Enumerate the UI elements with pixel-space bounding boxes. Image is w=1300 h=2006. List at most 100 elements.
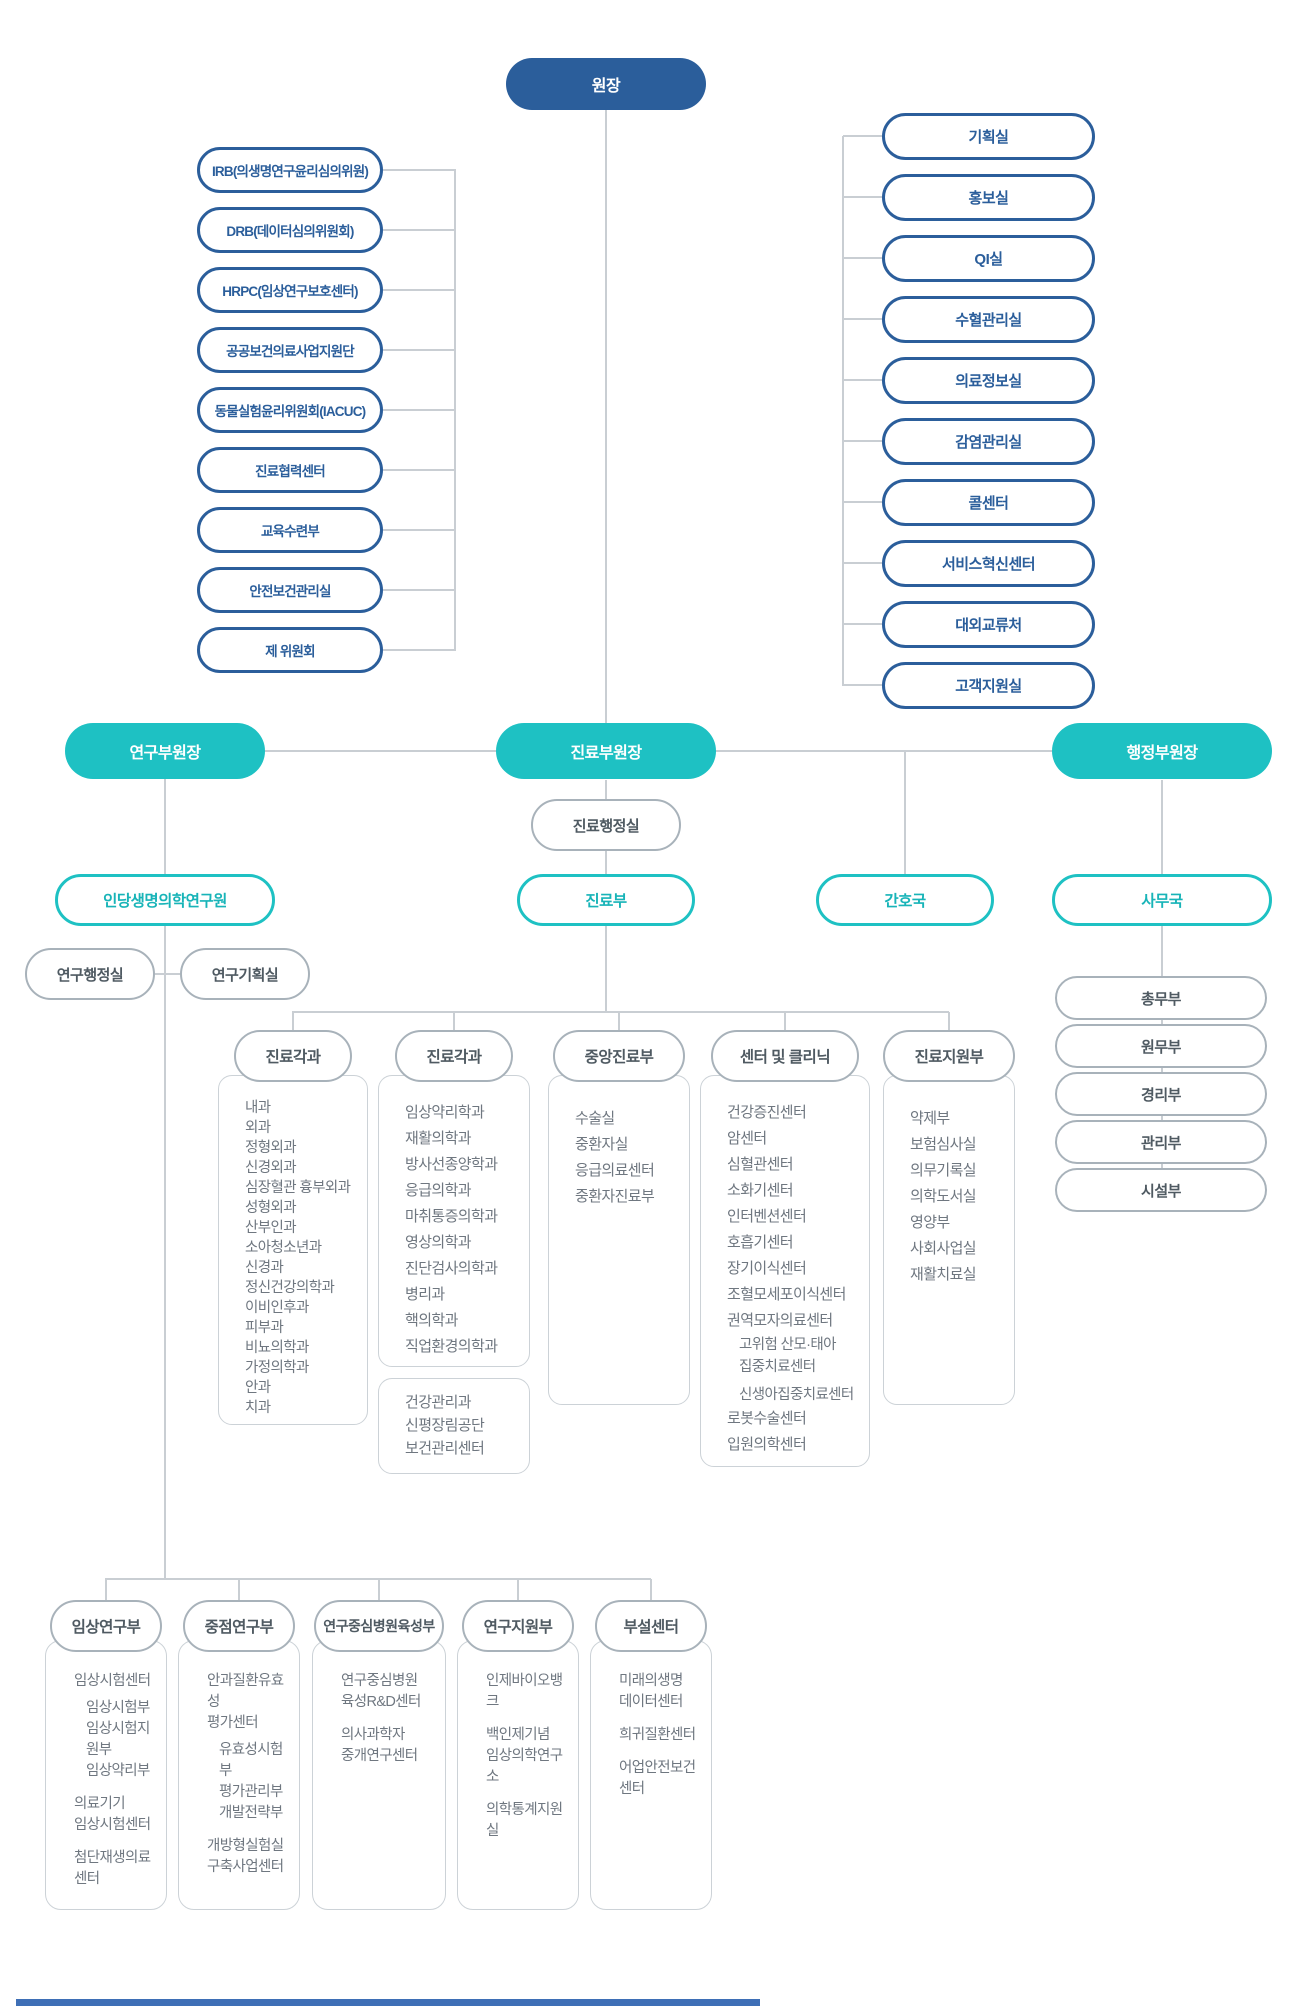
list-item: 치과 (245, 1400, 271, 1416)
list-item: 암센터 (727, 1130, 767, 1147)
list-item: 안과질환유효성 평가센터 (207, 1673, 284, 1731)
connector-line (383, 169, 455, 171)
list-item: 의무기록실 (910, 1162, 977, 1179)
committee-pill: 안전보건관리실 (197, 567, 383, 613)
office-pill: 감염관리실 (882, 418, 1095, 465)
connector-line (383, 649, 455, 651)
committee-pill: 진료협력센터 (197, 447, 383, 493)
connector-line (383, 229, 455, 231)
list-item: 응급의료센터 (575, 1162, 655, 1179)
list-item: 첨단재생의료센터 (74, 1850, 151, 1887)
vice-clinical-node: 진료부원장 (496, 723, 716, 779)
list-item: 심장혈관 흉부외과 (245, 1180, 351, 1196)
office-pill: 의료정보실 (882, 357, 1095, 404)
research-institute-node: 인당생명의학연구원 (55, 874, 275, 926)
list-item: 사회사업실 (910, 1240, 977, 1257)
connector-line (842, 136, 844, 686)
list-item: 임상시험부 (86, 1700, 150, 1716)
vice-research-node: 연구부원장 (65, 723, 265, 779)
list-item: 정형외과 (245, 1140, 297, 1156)
connector-line (843, 623, 882, 625)
list-item: 신경외과 (245, 1160, 297, 1176)
list-item: 신생아집중치료센터 (739, 1387, 854, 1403)
research-planning-office-node: 연구기획실 (180, 948, 310, 1000)
connector-line (843, 318, 882, 320)
list-item: 평가관리부 (219, 1784, 283, 1800)
connector-line (843, 684, 882, 686)
list-item: 의료기기 임상시험센터 (74, 1796, 151, 1833)
list-item: 마취통증의학과 (405, 1208, 498, 1225)
list-item: 약제부 (910, 1110, 950, 1127)
connector-line (517, 1579, 519, 1602)
list-item: 비뇨의학과 (245, 1340, 309, 1356)
connector-line (843, 501, 882, 503)
dept-header-centers: 센터 및 클리닉 (711, 1030, 859, 1082)
office-pill: 대외교류처 (882, 601, 1095, 648)
connector-line (383, 529, 455, 531)
connector-line (948, 1012, 950, 1032)
list-item: 중환자진료부 (575, 1188, 655, 1205)
list-item: 신경과 (245, 1260, 284, 1276)
list-item: 임상약리부 (86, 1763, 150, 1779)
office-pill: 기획실 (882, 113, 1095, 160)
admin-division-pill: 관리부 (1055, 1120, 1267, 1164)
connector-line (1161, 780, 1163, 874)
list-item: 권역모자의료센터 (727, 1312, 833, 1329)
list-item: 건강관리과 (405, 1394, 472, 1411)
list-item: 임상시험지원부 (86, 1721, 150, 1758)
list-item: 외과 (245, 1120, 271, 1136)
connector-line (843, 257, 882, 259)
office-pill: 서비스혁신센터 (882, 540, 1095, 587)
list-item: 고위험 산모·태아 집중치료센터 (739, 1337, 836, 1375)
connector-line (605, 780, 607, 799)
connector-line (155, 973, 180, 975)
list-item: 연구중심병원 육성R&D센터 (341, 1673, 421, 1710)
connector-line (292, 1012, 294, 1032)
office-pill: 콜센터 (882, 479, 1095, 526)
connector-line (904, 751, 906, 874)
dept-header-treatment-1: 진료각과 (234, 1030, 352, 1082)
admin-bureau-node: 사무국 (1052, 874, 1272, 926)
list-item: 개발전략부 (219, 1805, 283, 1821)
clinical-dept-node: 진료부 (517, 874, 695, 926)
list-item: 이비인후과 (245, 1300, 309, 1316)
list-item: 핵의학과 (405, 1312, 458, 1329)
connector-line (383, 469, 455, 471)
connector-line (105, 1579, 107, 1602)
office-pill: 고객지원실 (882, 662, 1095, 709)
list-item: 의학통계지원실 (486, 1802, 563, 1839)
committee-pill: 동물실험윤리위원회(IACUC) (197, 387, 383, 433)
connector-line (383, 409, 455, 411)
connector-line (453, 1012, 455, 1032)
list-item: 안과 (245, 1380, 271, 1396)
research-admin-office-node: 연구행정실 (25, 948, 155, 1000)
list-item: 소아청소년과 (245, 1240, 322, 1256)
dept-header-treatment-2: 진료각과 (395, 1030, 513, 1082)
vice-admin-node: 행정부원장 (1052, 723, 1272, 779)
dept-header-support: 진료지원부 (883, 1030, 1015, 1082)
connector-line (843, 196, 882, 198)
connector-line (164, 779, 166, 874)
list-item: 신평장림공단 보건관리센터 (405, 1417, 485, 1457)
research-header-affiliated: 부설센터 (595, 1600, 707, 1652)
list-item: 직업환경의학과 (405, 1338, 498, 1355)
list-item: 임상시험센터 (74, 1673, 151, 1689)
list-item: 어업안전보건센터 (619, 1760, 696, 1797)
list-item: 중환자실 (575, 1136, 628, 1153)
list-item: 가정의학과 (245, 1360, 309, 1376)
connector-line (383, 589, 455, 591)
committee-pill: 제 위원회 (197, 627, 383, 673)
connector-line (650, 1579, 652, 1602)
list-item: 유효성시험부 (219, 1742, 283, 1779)
list-item: 인제바이오뱅크 (486, 1673, 563, 1710)
connector-line (238, 1579, 240, 1602)
connector-line (605, 851, 607, 874)
list-item: 성형외과 (245, 1200, 297, 1216)
